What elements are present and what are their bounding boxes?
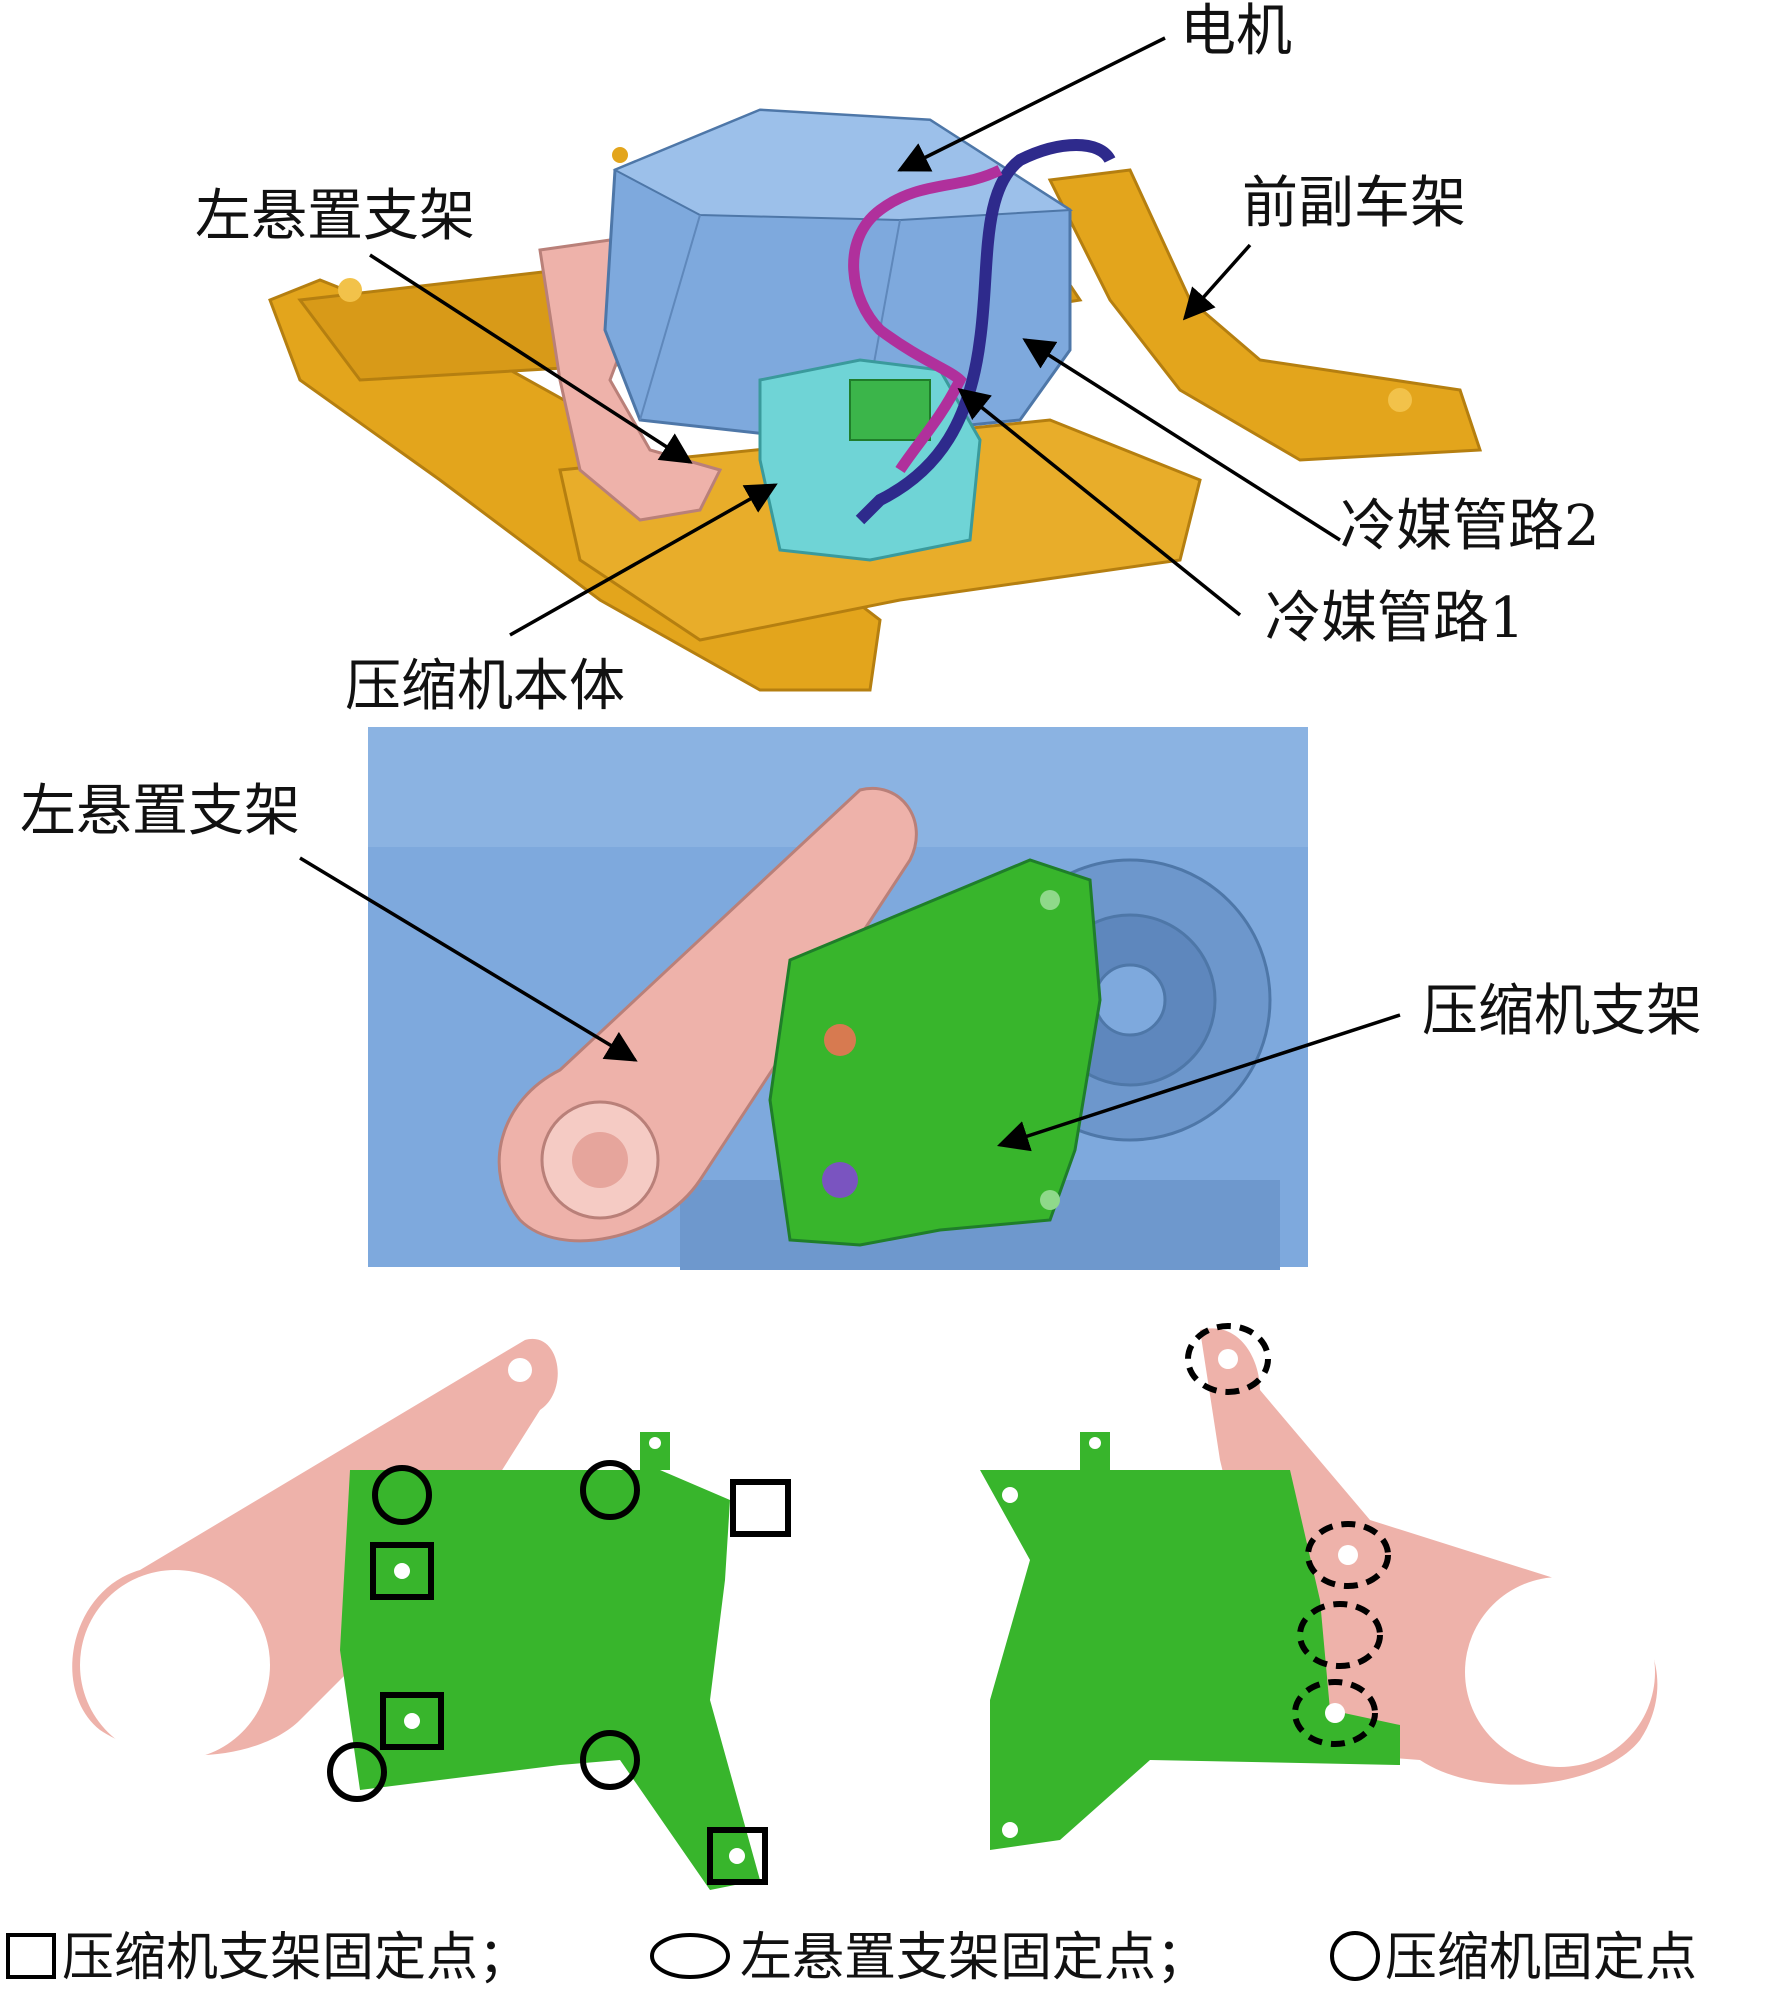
motor xyxy=(603,108,1074,442)
label-motor: 电机 xyxy=(1180,0,1292,64)
legend-circle-text: 压缩机固定点 xyxy=(1385,1928,1697,1988)
refrigerant-pipes xyxy=(848,139,1116,525)
legend-ellipse-text: 左悬置支架固定点； xyxy=(740,1928,1208,1988)
left-mount-bracket-closeup xyxy=(497,787,918,1243)
compressor-body xyxy=(758,358,982,562)
compressor-fixing-points-circles xyxy=(327,1460,640,1802)
left-mount-fixing-points-ellipses xyxy=(1185,1323,1391,1747)
label-refrigerant-pipe-1: 冷媒管路1 xyxy=(1265,586,1525,651)
legend-square-icon xyxy=(6,1933,56,1979)
label-refrigerant-pipe-2: 冷媒管路2 xyxy=(1340,494,1600,559)
bracket-view-right xyxy=(980,1328,1658,1850)
leader-lines xyxy=(299,36,1401,1152)
legend-square-text: 压缩机支架固定点； xyxy=(62,1928,530,1988)
square-marker xyxy=(370,1542,434,1600)
label-left-mount-bracket-top: 左悬置支架 xyxy=(195,184,475,249)
legend-ellipse-icon xyxy=(650,1933,730,1979)
label-compressor-body: 压缩机本体 xyxy=(345,654,625,719)
legend-circle-icon xyxy=(1330,1931,1380,1981)
bracket-fixing-points-squares xyxy=(370,1479,791,1885)
label-left-mount-bracket-mid: 左悬置支架 xyxy=(20,779,300,844)
square-marker xyxy=(707,1827,768,1885)
square-marker xyxy=(380,1692,444,1750)
label-front-subframe: 前副车架 xyxy=(1242,171,1466,236)
bracket-view-left xyxy=(72,1338,760,1890)
legend: 压缩机支架固定点； 左悬置支架固定点； 压缩机固定点 xyxy=(6,1928,1697,1988)
square-marker xyxy=(730,1479,791,1537)
label-compressor-bracket: 压缩机支架 xyxy=(1422,979,1702,1044)
